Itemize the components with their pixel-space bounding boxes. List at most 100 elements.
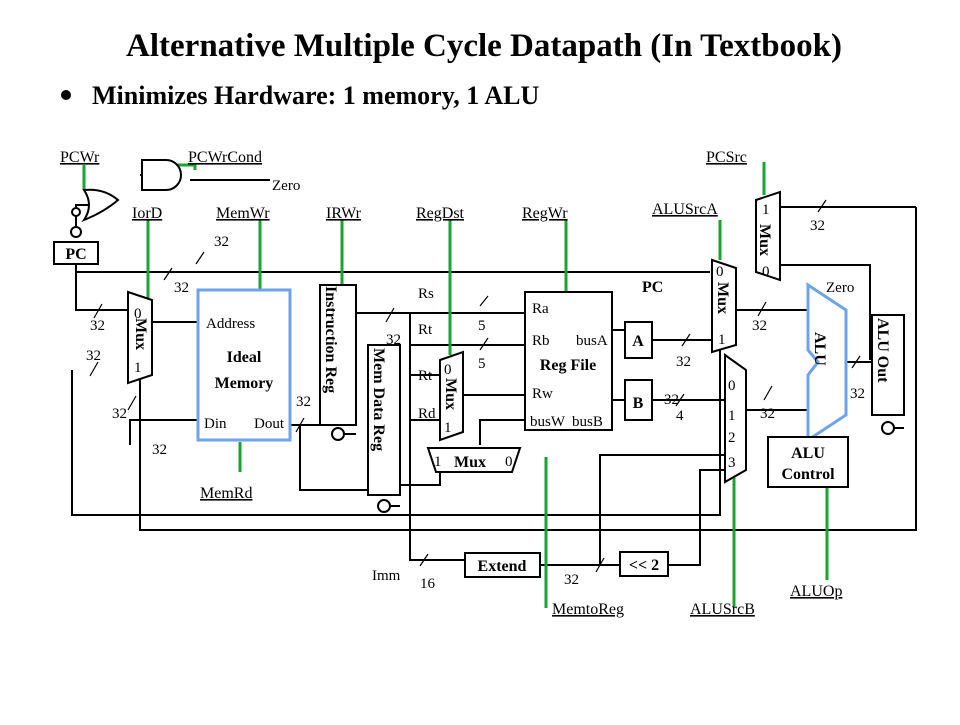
svg-text:16: 16 <box>420 576 436 592</box>
or-gate <box>70 188 120 238</box>
svg-text:32: 32 <box>564 572 579 588</box>
svg-text:Din: Din <box>204 416 227 432</box>
svg-text:32: 32 <box>296 394 311 410</box>
svg-text:Rt: Rt <box>418 368 433 384</box>
instruction-register: Instruction Reg <box>319 284 357 441</box>
svg-text:32: 32 <box>676 354 691 370</box>
svg-text:0: 0 <box>505 454 513 470</box>
bullet-dot <box>61 90 71 100</box>
svg-text:busA: busA <box>576 333 608 349</box>
bullet-text: Minimizes Hardware: 1 memory, 1 ALU <box>92 81 539 110</box>
svg-text:5: 5 <box>478 318 486 334</box>
svg-text:32: 32 <box>174 280 189 296</box>
svg-text:0: 0 <box>444 362 452 378</box>
mem-data-register: Mem Data Reg <box>367 344 401 513</box>
svg-text:Mux: Mux <box>454 454 486 471</box>
svg-text:Dout: Dout <box>254 416 285 432</box>
svg-text:Extend: Extend <box>478 558 527 575</box>
svg-text:32: 32 <box>152 442 167 458</box>
aluop-label: ALUOp <box>790 583 842 600</box>
svg-text:2: 2 <box>728 430 736 446</box>
pc-register: PC <box>53 241 99 265</box>
svg-text:Address: Address <box>206 316 255 332</box>
svg-text:32: 32 <box>214 234 229 250</box>
svg-text:32: 32 <box>752 318 767 334</box>
sign-extend: Extend <box>464 552 541 578</box>
alu-control: ALU Control <box>767 436 849 488</box>
svg-text:Rd: Rd <box>418 406 436 422</box>
irwr-label: IRWr <box>326 205 362 222</box>
svg-text:Memory: Memory <box>215 375 274 392</box>
zero-label: Zero <box>272 178 300 194</box>
svg-text:PC: PC <box>642 279 663 296</box>
pcsrc-label: PCSrc <box>706 149 747 166</box>
alu: ALU <box>806 282 848 443</box>
pc-label: PC <box>65 246 86 263</box>
svg-text:Zero: Zero <box>826 280 854 296</box>
iord-label: IorD <box>132 205 162 222</box>
svg-text:Mux: Mux <box>756 224 773 256</box>
svg-text:Mux: Mux <box>132 318 149 350</box>
svg-text:1: 1 <box>728 408 736 424</box>
alusrcb-label: ALUSrcB <box>690 601 755 618</box>
svg-text:5: 5 <box>478 356 486 372</box>
svg-text:0: 0 <box>134 306 142 322</box>
svg-text:0: 0 <box>728 378 736 394</box>
regdst-label: RegDst <box>416 205 465 222</box>
svg-text:Rs: Rs <box>418 286 434 302</box>
svg-text:Rw: Rw <box>532 386 553 402</box>
svg-text:0: 0 <box>762 264 770 280</box>
svg-text:4: 4 <box>676 408 684 424</box>
page-title: Alternative Multiple Cycle Datapath (In … <box>126 28 842 64</box>
svg-text:Mux: Mux <box>442 378 459 410</box>
svg-text:busB: busB <box>572 414 603 430</box>
register-b: B <box>624 379 653 421</box>
mux-alusrcb: 0 1 2 3 <box>724 353 747 484</box>
memwr-label: MemWr <box>216 205 270 222</box>
svg-text:1: 1 <box>444 420 452 436</box>
svg-text:3: 3 <box>728 455 736 471</box>
and-gate <box>141 159 182 191</box>
memtoreg-label: MemtoReg <box>552 601 624 618</box>
svg-text:32: 32 <box>760 406 775 422</box>
bus-ticks <box>89 199 861 573</box>
svg-text:ALU Out: ALU Out <box>874 318 891 383</box>
svg-text:32: 32 <box>850 386 865 402</box>
mux-pcsrc: 1 Mux 0 <box>755 190 781 282</box>
alu-out-register: ALU Out <box>871 314 905 435</box>
bus-widths: 32 32 32 32 32 32 32 32 5 5 16 32 32 32 … <box>86 218 865 592</box>
svg-text:Instruction Reg: Instruction Reg <box>322 286 339 393</box>
register-a: A <box>624 321 653 359</box>
svg-text:Mem Data Reg: Mem Data Reg <box>370 348 387 451</box>
svg-text:32: 32 <box>90 318 105 334</box>
svg-text:Control: Control <box>781 466 835 483</box>
svg-text:32: 32 <box>810 218 825 234</box>
memrd-label: MemRd <box>200 485 252 502</box>
pcwrcond-label: PCWrCond <box>188 149 262 166</box>
svg-text:Imm: Imm <box>372 568 401 584</box>
svg-text:Mux: Mux <box>714 282 731 314</box>
svg-text:1: 1 <box>718 332 726 348</box>
mux-alusrca: 0 Mux 1 <box>711 258 737 354</box>
svg-text:<< 2: << 2 <box>629 557 659 574</box>
ideal-memory: Address Ideal Memory Din Dout <box>196 288 292 442</box>
svg-text:Rb: Rb <box>532 333 550 349</box>
shift-left-2: << 2 <box>619 551 669 577</box>
svg-text:0: 0 <box>716 264 724 280</box>
wires <box>71 174 917 566</box>
svg-text:Ra: Ra <box>532 301 549 317</box>
register-file: Ra Rb busA Reg File Rw busW busB <box>524 291 613 431</box>
svg-text:A: A <box>632 333 644 350</box>
svg-text:ALU: ALU <box>811 332 828 366</box>
svg-text:Reg File: Reg File <box>540 357 596 374</box>
svg-text:ALU: ALU <box>791 445 825 462</box>
pcwr-label: PCWr <box>60 149 100 166</box>
mux-memtoreg: 1 Mux 0 <box>426 447 522 473</box>
regwr-label: RegWr <box>522 205 568 222</box>
svg-text:Ideal: Ideal <box>227 349 262 366</box>
svg-text:1: 1 <box>762 202 770 218</box>
svg-text:1: 1 <box>134 360 142 376</box>
svg-text:32: 32 <box>664 392 679 408</box>
svg-text:Rt: Rt <box>418 322 433 338</box>
